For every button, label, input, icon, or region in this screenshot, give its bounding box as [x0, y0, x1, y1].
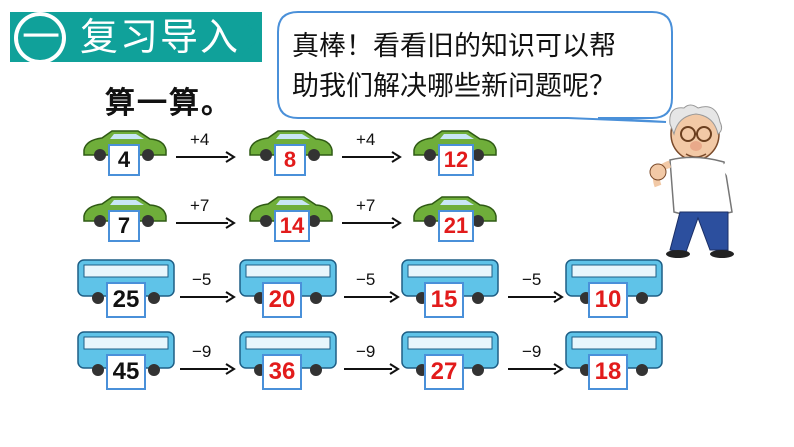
- bus-value-answer: 27: [424, 354, 464, 390]
- operation-label: +7: [356, 196, 376, 215]
- car-value-answer: 8: [274, 144, 306, 176]
- car-value-answer: 12: [438, 144, 474, 176]
- car-icon: [83, 130, 167, 161]
- car-icon: [413, 196, 497, 227]
- car-icon: [249, 196, 333, 227]
- arrow-icon: [176, 217, 236, 229]
- car-value-given: 4: [108, 144, 140, 176]
- section-number: 一: [22, 15, 61, 59]
- section-title: 复习导入: [80, 15, 241, 59]
- bus-value-answer: 20: [262, 282, 302, 318]
- arrow-icon: [344, 363, 400, 375]
- bus-value-answer: 15: [424, 282, 464, 318]
- instruction-text: 算一算。: [105, 86, 233, 121]
- bus-value-given: 25: [106, 282, 146, 318]
- speech-bubble: [277, 11, 673, 123]
- arrow-icon: [180, 363, 236, 375]
- operation-label: −9: [192, 342, 212, 361]
- car-value-answer: 21: [438, 210, 474, 242]
- car-value-given: 7: [108, 210, 140, 242]
- bubble-text-line-1: 真棒！看看旧的知识可以帮: [292, 31, 616, 62]
- operation-label: +7: [190, 196, 210, 215]
- car-icon: [83, 196, 167, 227]
- car-icon: [413, 130, 497, 161]
- bus-value-given: 45: [106, 354, 146, 390]
- car-icon: [249, 130, 333, 161]
- operation-label: +4: [190, 130, 210, 149]
- arrow-icon: [180, 291, 236, 303]
- bubble-text-line-2: 助我们解决哪些新问题呢？: [292, 71, 616, 102]
- bus-value-answer: 10: [588, 282, 628, 318]
- teacher-character: [649, 104, 742, 258]
- arrow-icon: [342, 151, 402, 163]
- operation-label: −5: [522, 270, 542, 289]
- bus-icon: [239, 331, 337, 376]
- arrow-icon: [176, 151, 236, 163]
- operation-label: −5: [192, 270, 212, 289]
- arrow-icon: [344, 291, 400, 303]
- operation-label: −9: [356, 342, 376, 361]
- bus-icon: [77, 331, 175, 376]
- arrow-icon: [508, 291, 564, 303]
- arrow-icon: [342, 217, 402, 229]
- operation-label: −9: [522, 342, 542, 361]
- bus-value-answer: 18: [588, 354, 628, 390]
- bus-value-answer: 36: [262, 354, 302, 390]
- section-banner: [10, 12, 262, 64]
- arrow-icon: [508, 363, 564, 375]
- bus-icon: [77, 259, 175, 304]
- operation-label: −5: [356, 270, 376, 289]
- operation-label: +4: [356, 130, 376, 149]
- car-value-answer: 14: [274, 210, 310, 242]
